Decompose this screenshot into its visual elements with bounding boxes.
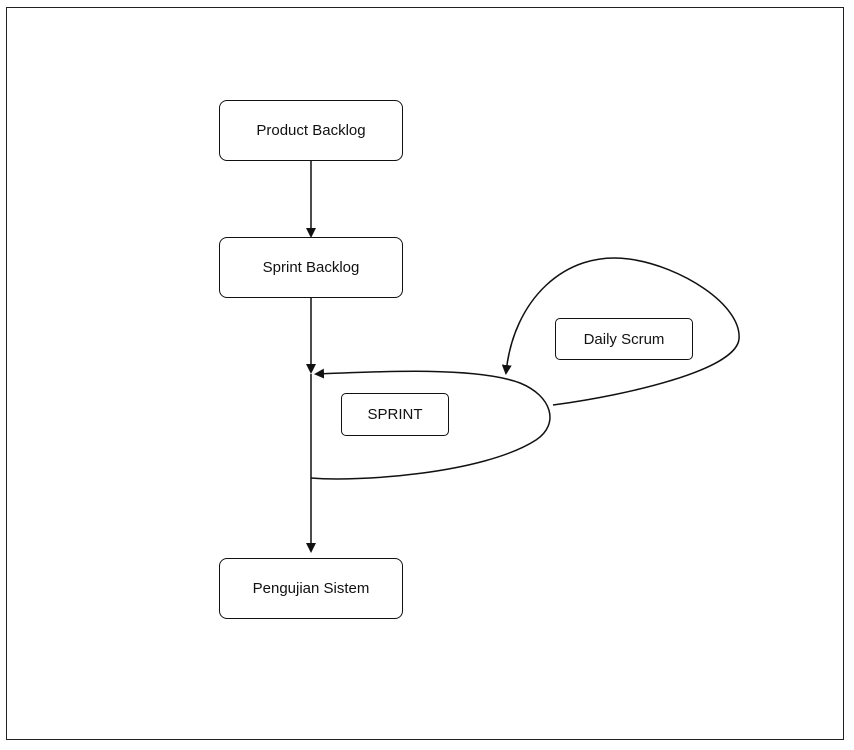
system-testing-label: Pengujian Sistem — [252, 580, 370, 597]
diagram-frame — [6, 7, 844, 740]
product-backlog-node: Product Backlog — [219, 100, 403, 161]
sprint-label: SPRINT — [367, 406, 423, 423]
product-backlog-label: Product Backlog — [256, 122, 366, 139]
sprint-backlog-label: Sprint Backlog — [262, 259, 360, 276]
sprint-backlog-node: Sprint Backlog — [219, 237, 403, 298]
daily-scrum-label: Daily Scrum — [583, 330, 665, 348]
sprint-node: SPRINT — [341, 393, 449, 436]
sprint-loop-arrow — [310, 368, 551, 480]
system-testing-node: Pengujian Sistem — [219, 558, 403, 619]
daily-scrum-node: Daily Scrum — [555, 318, 693, 360]
daily-scrum-loop-arrow — [501, 257, 740, 406]
